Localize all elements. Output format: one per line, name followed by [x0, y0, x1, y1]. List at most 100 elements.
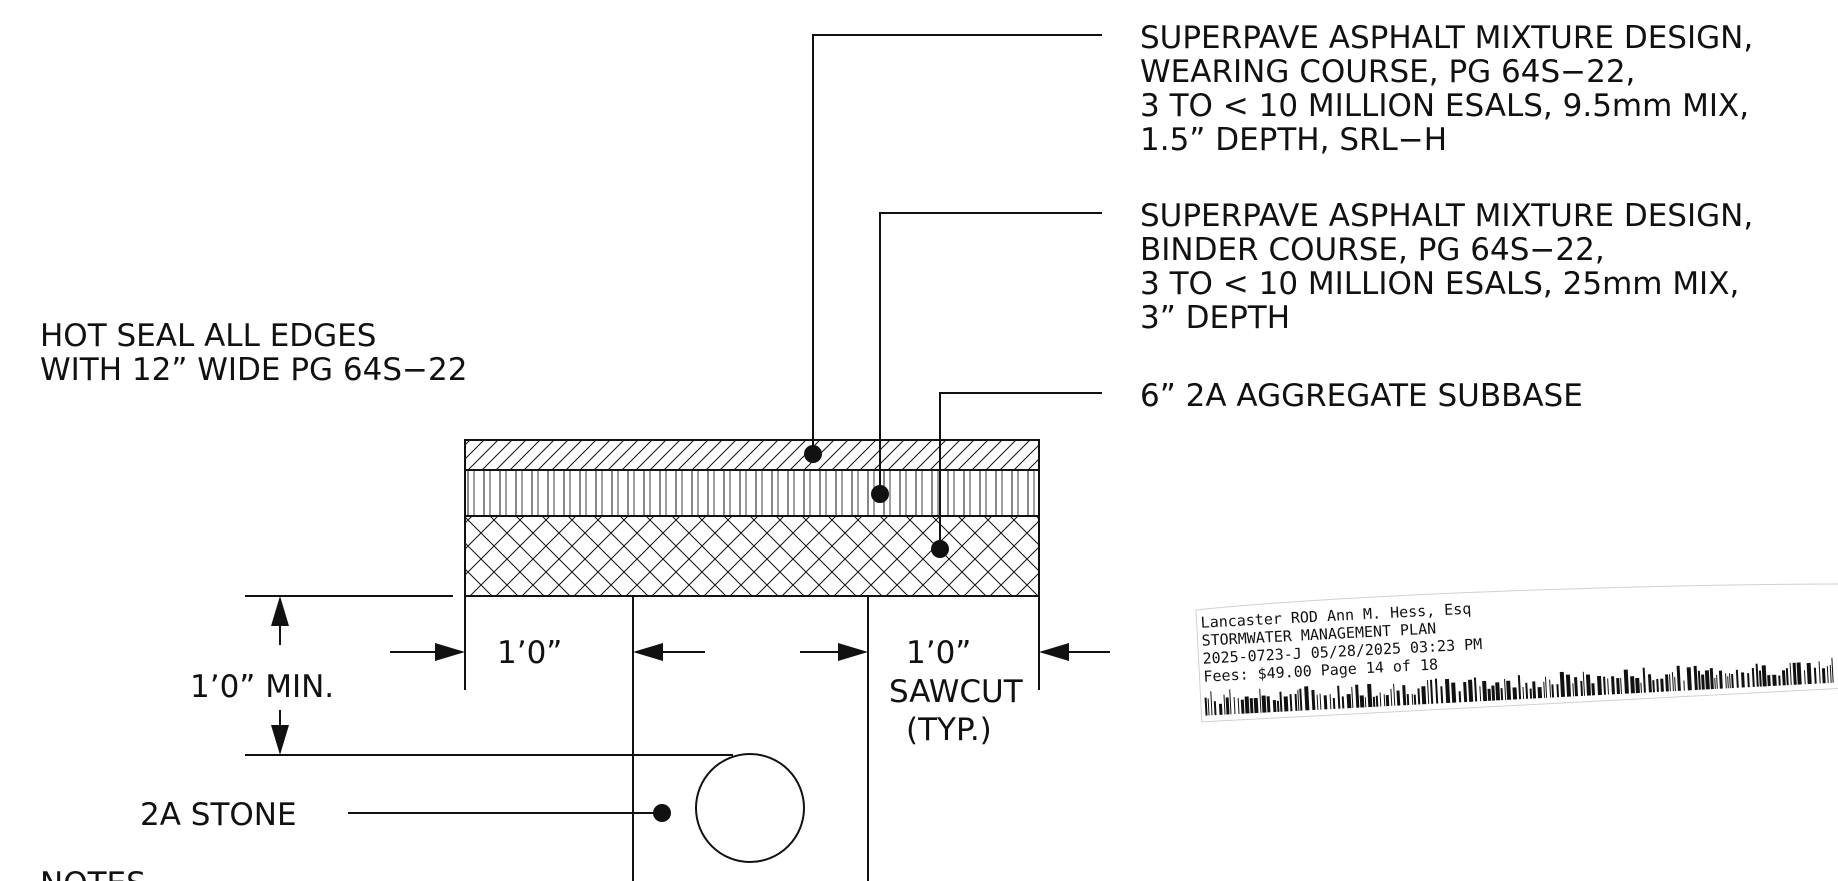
barcode-bar: [1727, 676, 1729, 689]
barcode-bar: [1522, 686, 1525, 700]
subbase-layer: [464, 515, 1040, 597]
barcode-bar: [1359, 695, 1365, 708]
barcode-bar: [1500, 688, 1504, 701]
barcode-bar: [1620, 677, 1622, 694]
barcode-bar: [1652, 680, 1655, 693]
barcode-bar: [1204, 697, 1208, 716]
barcode-bar: [1747, 673, 1750, 688]
barcode-bar: [1276, 700, 1280, 712]
barcode-bar: [1671, 672, 1674, 692]
barcode-bar: [1623, 669, 1629, 694]
barcode-bar: [1487, 688, 1492, 701]
hot-seal-text-1: HOT SEAL ALL EDGES: [40, 318, 376, 354]
barcode-bar: [1261, 695, 1267, 713]
barcode-bar: [1761, 665, 1767, 687]
barcode-bar: [1556, 684, 1560, 698]
barcode-bar: [1479, 686, 1482, 702]
barcode-bar: [1683, 680, 1685, 691]
barcode-bar: [1543, 681, 1546, 698]
barcode-bar: [1616, 677, 1620, 695]
barcode-bar: [1311, 689, 1316, 711]
barcode-bar: [1396, 690, 1401, 706]
depth-label: 1’0” MIN.: [190, 669, 334, 705]
notes-heading: NOTES: [40, 866, 146, 881]
barcode-bar: [1337, 685, 1341, 709]
barcode-bar: [1642, 667, 1646, 693]
barcode-bar: [1603, 676, 1606, 695]
barcode-bar: [1789, 662, 1792, 685]
barcode-bar: [1758, 670, 1762, 687]
barcode-bar: [1718, 670, 1723, 689]
barcode-bar: [1529, 688, 1533, 699]
barcode-bar: [1813, 667, 1817, 684]
barcode-bar: [1213, 701, 1217, 716]
barcode-bar: [1829, 664, 1832, 683]
barcode-bar: [1458, 691, 1462, 703]
barcode-bar: [1402, 685, 1407, 706]
barcode-bar: [1468, 679, 1474, 702]
barcode-bar: [1253, 697, 1259, 714]
barcode-bar: [1237, 697, 1240, 714]
barcode-bar: [1582, 671, 1586, 696]
subbase-leader: [931, 392, 1102, 558]
subbase-text: 6” 2A AGGREGATE SUBBASE: [1140, 378, 1583, 414]
barcode-bar: [1375, 695, 1379, 707]
barcode: [1204, 657, 1834, 716]
barcode-bar: [1495, 682, 1501, 701]
barcode-bar: [1440, 686, 1444, 704]
barcode-bar: [1297, 689, 1300, 711]
wearing-course-text-2: WEARING COURSE, PG 64S−22,: [1140, 54, 1635, 90]
barcode-bar: [1716, 674, 1718, 689]
barcode-bar: [1444, 678, 1451, 704]
barcode-bar: [1385, 695, 1390, 707]
barcode-bar: [1806, 662, 1812, 685]
barcode-bar: [1704, 670, 1710, 690]
barcode-bar: [1796, 662, 1802, 685]
barcode-bar: [1778, 675, 1781, 686]
barcode-bar: [1674, 677, 1676, 692]
barcode-bar: [1417, 688, 1421, 705]
binder-course-text-4: 3” DEPTH: [1140, 300, 1290, 336]
binder-course-layer: [464, 469, 1040, 517]
typical-label: (TYP.): [906, 712, 992, 748]
barcode-bar: [1725, 673, 1727, 689]
barcode-bar: [1597, 675, 1602, 696]
barcode-bar: [1559, 671, 1566, 698]
wearing-course-leader: [804, 34, 1102, 463]
barcode-bar: [1792, 662, 1797, 685]
barcode-bar: [1803, 670, 1806, 685]
barcode-bar: [1785, 668, 1789, 686]
barcode-bar: [1781, 670, 1786, 686]
barcode-bar: [1346, 694, 1352, 709]
barcode-bar: [1701, 674, 1705, 690]
barcode-bar: [1355, 684, 1360, 708]
binder-course-text-2: BINDER COURSE, PG 64S−22,: [1140, 232, 1605, 268]
binder-course-text-3: 3 TO < 10 MILLION ESALS, 25mm MIX,: [1140, 266, 1739, 302]
barcode-bar: [1390, 688, 1393, 706]
barcode-bar: [1585, 674, 1592, 696]
barcode-bar: [1767, 675, 1771, 687]
barcode-bar: [1676, 665, 1681, 691]
recording-stamp: Lancaster ROD Ann M. Hess, Esq STORMWATE…: [1195, 583, 1838, 723]
barcode-bar: [1821, 668, 1826, 684]
barcode-bar: [1383, 694, 1386, 707]
barcode-bar: [1411, 693, 1414, 705]
barcode-bar: [1697, 670, 1701, 690]
barcode-bar: [1210, 691, 1213, 716]
barcode-bar: [1512, 687, 1518, 700]
barcode-bar: [1693, 665, 1698, 691]
barcode-bar: [1299, 688, 1303, 711]
barcode-bar: [1413, 694, 1417, 705]
right-width-label: 1’0”: [906, 635, 971, 671]
barcode-bar: [1367, 683, 1373, 708]
barcode-bar: [1751, 667, 1755, 687]
barcode-bar: [1341, 696, 1345, 709]
barcode-bar: [1565, 674, 1572, 697]
barcode-bar: [1294, 693, 1298, 711]
stone-leader: [348, 804, 671, 822]
pavement-layers: [464, 439, 1040, 597]
wearing-course-text-3: 3 TO < 10 MILLION ESALS, 9.5mm MIX,: [1140, 88, 1749, 124]
barcode-bar: [1451, 682, 1457, 703]
barcode-bar: [1665, 674, 1669, 692]
